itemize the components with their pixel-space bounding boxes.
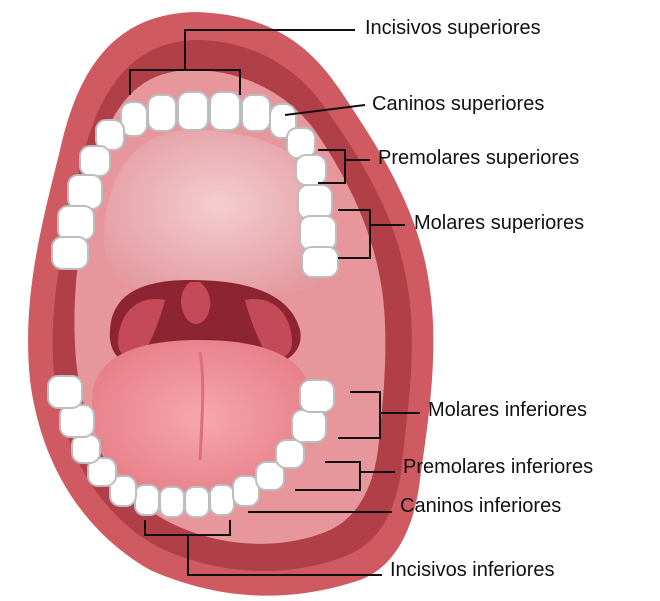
upper-premolar [287, 128, 315, 158]
lower-incisor [135, 485, 159, 515]
label-molares-inferiores: Molares inferiores [428, 400, 587, 420]
label-premolares-inferiores: Premolares inferiores [403, 457, 593, 477]
upper-molar [302, 247, 338, 277]
upper-premolar [296, 155, 326, 185]
label-incisivos-superiores: Incisivos superiores [365, 18, 541, 38]
upper-molar [300, 216, 336, 250]
lower-molar [300, 380, 334, 412]
label-premolares-superiores: Premolares superiores [378, 148, 579, 168]
upper-incisor [210, 92, 240, 130]
label-molares-superiores: Molares superiores [414, 213, 584, 233]
label-caninos-superiores: Caninos superiores [372, 94, 544, 114]
lower-premolar [72, 435, 100, 463]
label-caninos-inferiores: Caninos inferiores [400, 496, 561, 516]
upper-incisor [178, 92, 208, 130]
lower-molar [60, 405, 94, 437]
lower-incisor [160, 487, 184, 517]
upper-incisor [148, 95, 176, 131]
upper-molar [58, 206, 94, 240]
lower-incisor [210, 485, 234, 515]
upper-incisor [242, 95, 270, 131]
upper-molar [68, 175, 102, 209]
lower-premolar [276, 440, 304, 468]
lower-molar [292, 410, 326, 442]
upper-molar [52, 237, 88, 269]
lower-molar [48, 376, 82, 408]
label-incisivos-inferiores: Incisivos inferiores [390, 560, 555, 580]
upper-molar [298, 185, 332, 219]
upper-premolar [80, 146, 110, 176]
lower-incisor [185, 487, 209, 517]
